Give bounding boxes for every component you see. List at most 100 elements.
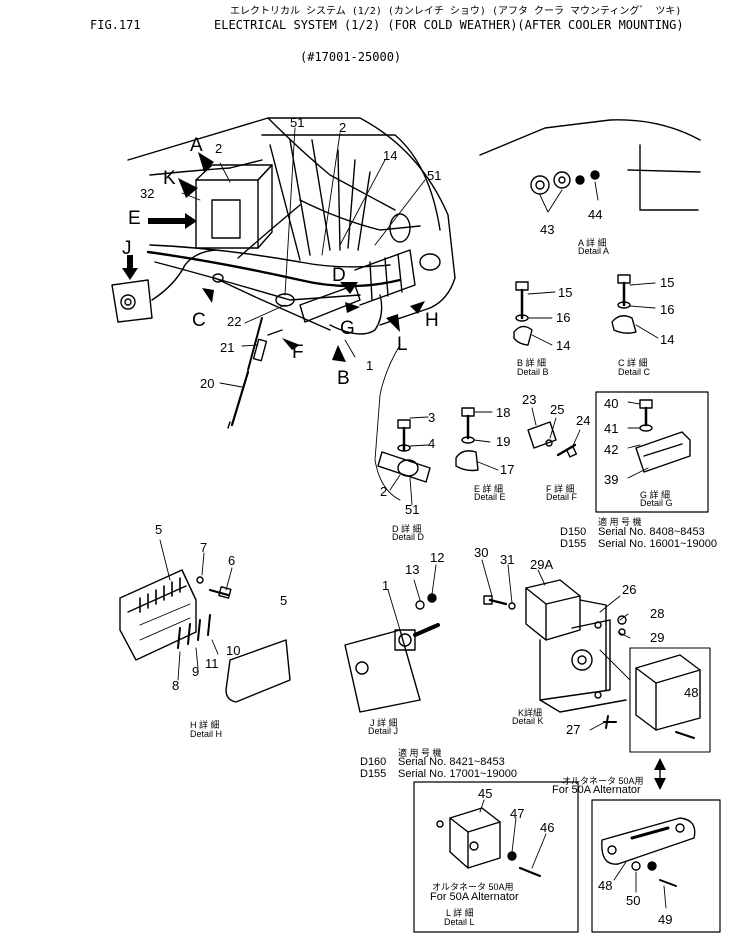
detail-b-jp: B 詳 細 <box>517 358 547 368</box>
serial-j1-model: D160 <box>360 756 387 768</box>
part-18: 18 <box>496 405 511 420</box>
serial-g1-model: D150 <box>560 526 587 538</box>
part-5-cover: 5 <box>280 593 288 608</box>
callout-arrows <box>122 152 425 362</box>
callout-k: K <box>163 168 176 189</box>
part-20: 20 <box>200 376 215 391</box>
part-44: 44 <box>588 207 603 222</box>
part-51-right: 51 <box>427 168 442 183</box>
part-4: 4 <box>428 436 436 451</box>
callout-h: H <box>425 310 439 331</box>
detail-h-label: Detail H <box>190 729 223 739</box>
callout-f: F <box>292 342 304 363</box>
part-19: 19 <box>496 434 511 449</box>
part-15-c: 15 <box>660 275 675 290</box>
detail-f-jp: F 詳 細 <box>546 484 575 494</box>
callout-a: A <box>190 135 203 156</box>
detail-a-label: Detail A <box>578 246 610 256</box>
detail-e-drawing <box>455 407 499 472</box>
detail-e-label: Detail E <box>474 492 506 502</box>
serial-j1-text: Serial No. 8421~8453 <box>398 756 505 768</box>
detail-j-drawing <box>344 564 440 713</box>
part-27: 27 <box>566 722 581 737</box>
part-31: 31 <box>500 552 515 567</box>
detail-c-label: Detail C <box>618 367 651 377</box>
main-assembly <box>111 117 456 429</box>
callout-j: J <box>122 238 132 259</box>
serial-j-heading: 適 用 号 機 <box>398 748 442 758</box>
detail-j-jp: J 詳 細 <box>370 718 398 728</box>
part-17: 17 <box>500 462 515 477</box>
callout-b: B <box>337 368 350 389</box>
serial-g2-text: Serial No. 16001~19000 <box>598 538 717 550</box>
detail-k-label: Detail K <box>512 716 544 726</box>
serial-g2-model: D155 <box>560 538 587 550</box>
part-25: 25 <box>550 402 565 417</box>
detail-k-jp: K詳細 <box>518 708 543 718</box>
part-14-c: 14 <box>660 332 675 347</box>
serial-g1-text: Serial No. 8408~8453 <box>598 526 705 538</box>
part-39: 39 <box>604 472 619 487</box>
detail-j-label: Detail J <box>368 726 399 736</box>
serial-g-heading: 適 用 号 機 <box>598 517 642 527</box>
detail-e-jp: E 詳 細 <box>474 484 504 494</box>
detail-c-drawing <box>611 274 659 339</box>
part-13: 13 <box>405 562 420 577</box>
part-29a: 29A <box>530 557 554 572</box>
part-29: 29 <box>650 630 665 645</box>
part-2-main: 2 <box>215 141 223 156</box>
detail-l-jp: L 詳 細 <box>446 908 474 918</box>
detail-d-label: Detail D <box>392 532 425 542</box>
detail-b-label: Detail B <box>517 367 549 377</box>
serial-range: (#17001-25000) <box>300 50 402 64</box>
part-5-top: 5 <box>155 522 163 537</box>
part-1-main: 1 <box>366 358 374 373</box>
part-48-bracket: 48 <box>598 878 613 893</box>
part-23: 23 <box>522 392 537 407</box>
part-24: 24 <box>576 413 591 428</box>
part-49: 49 <box>658 912 673 927</box>
part-41: 41 <box>604 421 619 436</box>
figure-title: ELECTRICAL SYSTEM (1/2) (FOR COLD WEATHE… <box>214 18 684 32</box>
part-42: 42 <box>604 442 619 457</box>
part-8: 8 <box>172 678 180 693</box>
part-22: 22 <box>227 314 242 329</box>
detail-d-jp: D 詳 細 <box>392 524 422 534</box>
detail-a-jp: A 詳 細 <box>578 238 607 248</box>
detail-c-jp: C 詳 細 <box>618 358 648 368</box>
alternator-l-label: For 50A Alternator <box>430 891 519 903</box>
detail-l-box <box>413 781 579 933</box>
part-2-top: 2 <box>339 120 347 135</box>
figure-number: FIG.171 <box>90 18 141 32</box>
title-japanese: エレクトリカル システム (1/2) (カンレイチ ショウ) (アフタ クーラ … <box>230 6 682 17</box>
part-43: 43 <box>540 222 555 237</box>
part-30: 30 <box>474 545 489 560</box>
detail-a-drawing <box>479 119 701 213</box>
detail-g-box <box>595 391 709 513</box>
part-51-d: 51 <box>405 502 420 517</box>
detail-l-label: Detail L <box>444 917 475 927</box>
leader-lines <box>181 127 426 388</box>
callout-g: G <box>340 318 355 339</box>
part-16-b: 16 <box>556 310 571 325</box>
part-32: 32 <box>140 186 155 201</box>
part-9: 9 <box>192 664 200 679</box>
part-10: 10 <box>226 643 241 658</box>
callout-e: E <box>128 208 141 229</box>
part-26: 26 <box>622 582 637 597</box>
part-1-j: 1 <box>382 578 390 593</box>
part-15-b: 15 <box>558 285 573 300</box>
part-51-main: 51 <box>290 115 305 130</box>
part-21: 21 <box>220 340 235 355</box>
part-14-b: 14 <box>556 338 571 353</box>
callout-c: C <box>192 310 206 331</box>
part-6: 6 <box>228 553 236 568</box>
serial-j2-model: D155 <box>360 768 387 780</box>
alternator-bracket-box <box>591 799 721 933</box>
part-3: 3 <box>428 410 436 425</box>
part-45: 45 <box>478 786 493 801</box>
part-2-d: 2 <box>380 484 388 499</box>
detail-g-label: Detail G <box>640 498 673 508</box>
